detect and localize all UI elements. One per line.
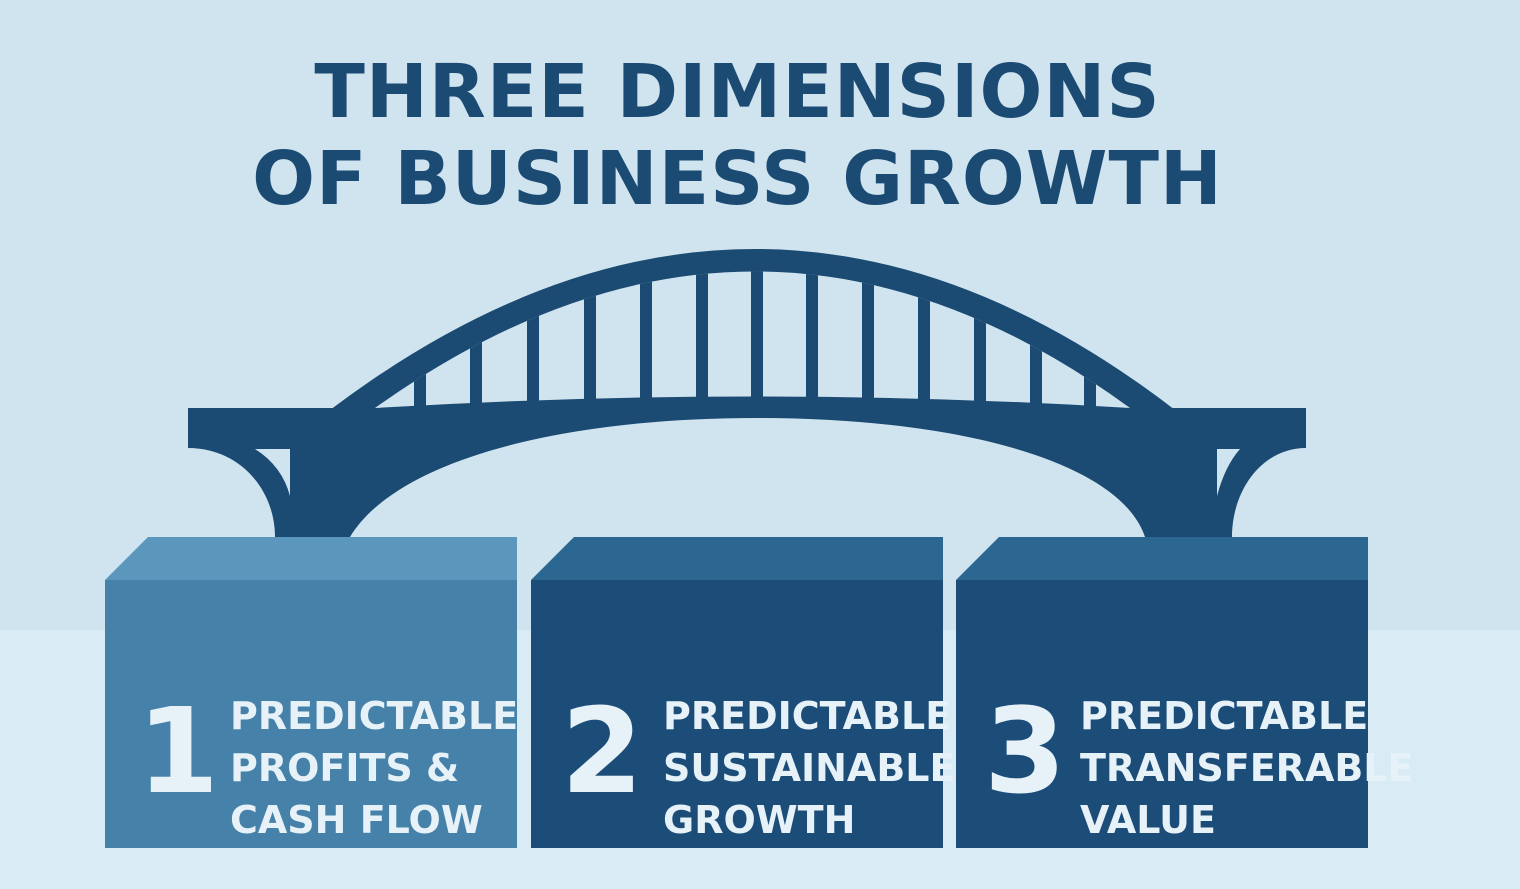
title-line-2: OF BUSINESS GROWTH (252, 136, 1223, 222)
left-bracket-opening (255, 449, 290, 496)
pillar-label: PREDICTABLE PROFITS & CASH FLOW (230, 690, 518, 846)
pillar-1: 1 PREDICTABLE PROFITS & CASH FLOW (105, 537, 518, 848)
pillar-front: 3 PREDICTABLE TRANSFERABLE VALUE (956, 580, 1413, 848)
pillar-label-line: SUSTAINABLE (663, 746, 956, 790)
pillar-label-line: PREDICTABLE (230, 694, 519, 738)
pillar-top (956, 537, 1368, 580)
pillar-top (105, 537, 517, 580)
pillar-label-line: PREDICTABLE (663, 694, 952, 738)
pillar-number: 3 (984, 682, 1067, 820)
bridge-hanger (584, 271, 596, 408)
pillar-number: 1 (137, 682, 220, 820)
bridge-deck (188, 396, 1306, 537)
pillar-front: 2 PREDICTABLE SUSTAINABLE GROWTH (531, 580, 955, 848)
pillar-top (531, 537, 943, 580)
bridge-hanger (918, 271, 930, 408)
bridge-hanger (696, 271, 708, 408)
pillar-label-line: CASH FLOW (230, 798, 483, 842)
bridge-hanger (1084, 271, 1096, 408)
pillar-2: 2 PREDICTABLE SUSTAINABLE GROWTH (531, 537, 955, 848)
pillar-label-line: PROFITS & (230, 746, 460, 790)
pillar-front: 1 PREDICTABLE PROFITS & CASH FLOW (105, 580, 518, 848)
pillar-label-line: PREDICTABLE (1080, 694, 1369, 738)
bridge-hanger (806, 271, 818, 408)
bridge-hanger (751, 271, 763, 408)
bridge-hanger (414, 271, 426, 408)
pillar-3: 3 PREDICTABLE TRANSFERABLE VALUE (956, 537, 1413, 848)
pillar-label-line: VALUE (1080, 798, 1216, 842)
bridge-hanger (527, 271, 539, 408)
pillar-number: 2 (561, 682, 644, 820)
pillar-label-line: GROWTH (663, 798, 856, 842)
bridge-hanger (862, 271, 874, 408)
bridge-hanger (974, 271, 986, 408)
pillar-label: PREDICTABLE TRANSFERABLE VALUE (1080, 690, 1413, 846)
right-bracket-opening (1217, 449, 1240, 496)
pillar-label-line: TRANSFERABLE (1080, 746, 1414, 790)
pillar-label: PREDICTABLE SUSTAINABLE GROWTH (663, 690, 955, 846)
bridge-hanger (640, 271, 652, 408)
title-line-1: THREE DIMENSIONS (314, 49, 1161, 135)
